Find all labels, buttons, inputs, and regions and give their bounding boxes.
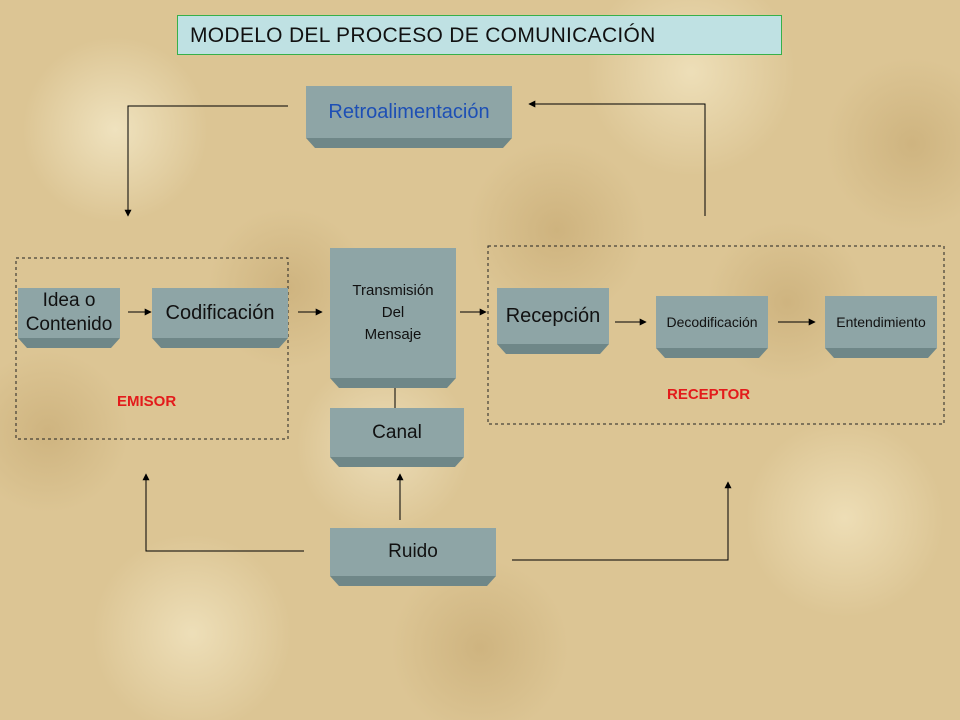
emisor-group-boundary [15, 257, 289, 440]
node-recepcion: Recepción [497, 288, 609, 344]
diagram-title: MODELO DEL PROCESO DE COMUNICACIÓN [177, 15, 782, 55]
node-retroalimentacion: Retroalimentación [306, 86, 512, 138]
group-label-emisor: EMISOR [117, 393, 177, 410]
node-codificacion-label: Codificación [165, 301, 275, 324]
node-decodificacion: Decodificación [656, 296, 768, 348]
node-recepcion-label: Recepción [505, 304, 601, 327]
group-label-receptor: RECEPTOR [667, 386, 751, 403]
feedback-arrow-left [124, 105, 288, 217]
node-ruido-label: Ruido [388, 541, 438, 562]
node-transmision-label-line2: Del [381, 304, 405, 321]
node-canal: Canal [330, 408, 464, 457]
node-codificacion: Codificación [152, 288, 288, 338]
node-idea-label-line1: Idea o [42, 290, 96, 311]
node-retroalimentacion-label: Retroalimentación [328, 100, 490, 123]
node-entendimiento: Entendimiento [825, 296, 937, 348]
arrow-ruido-to-receptor [512, 481, 732, 561]
node-decodificacion-label: Decodificación [666, 314, 758, 330]
arrow-ruido-to-emisor [142, 473, 304, 552]
node-transmision-label-line1: Transmisión [352, 282, 434, 299]
feedback-arrow-right [528, 100, 706, 216]
node-idea-contenido: Idea o Contenido [18, 288, 120, 338]
node-transmision-mensaje: Transmisión Del Mensaje [330, 248, 456, 378]
node-transmision-label-line3: Mensaje [364, 326, 422, 343]
node-entendimiento-label: Entendimiento [836, 314, 926, 330]
node-canal-label: Canal [372, 421, 422, 443]
receptor-group-boundary [487, 245, 945, 425]
node-ruido: Ruido [330, 528, 496, 576]
node-idea-label-line2: Contenido [25, 314, 113, 335]
